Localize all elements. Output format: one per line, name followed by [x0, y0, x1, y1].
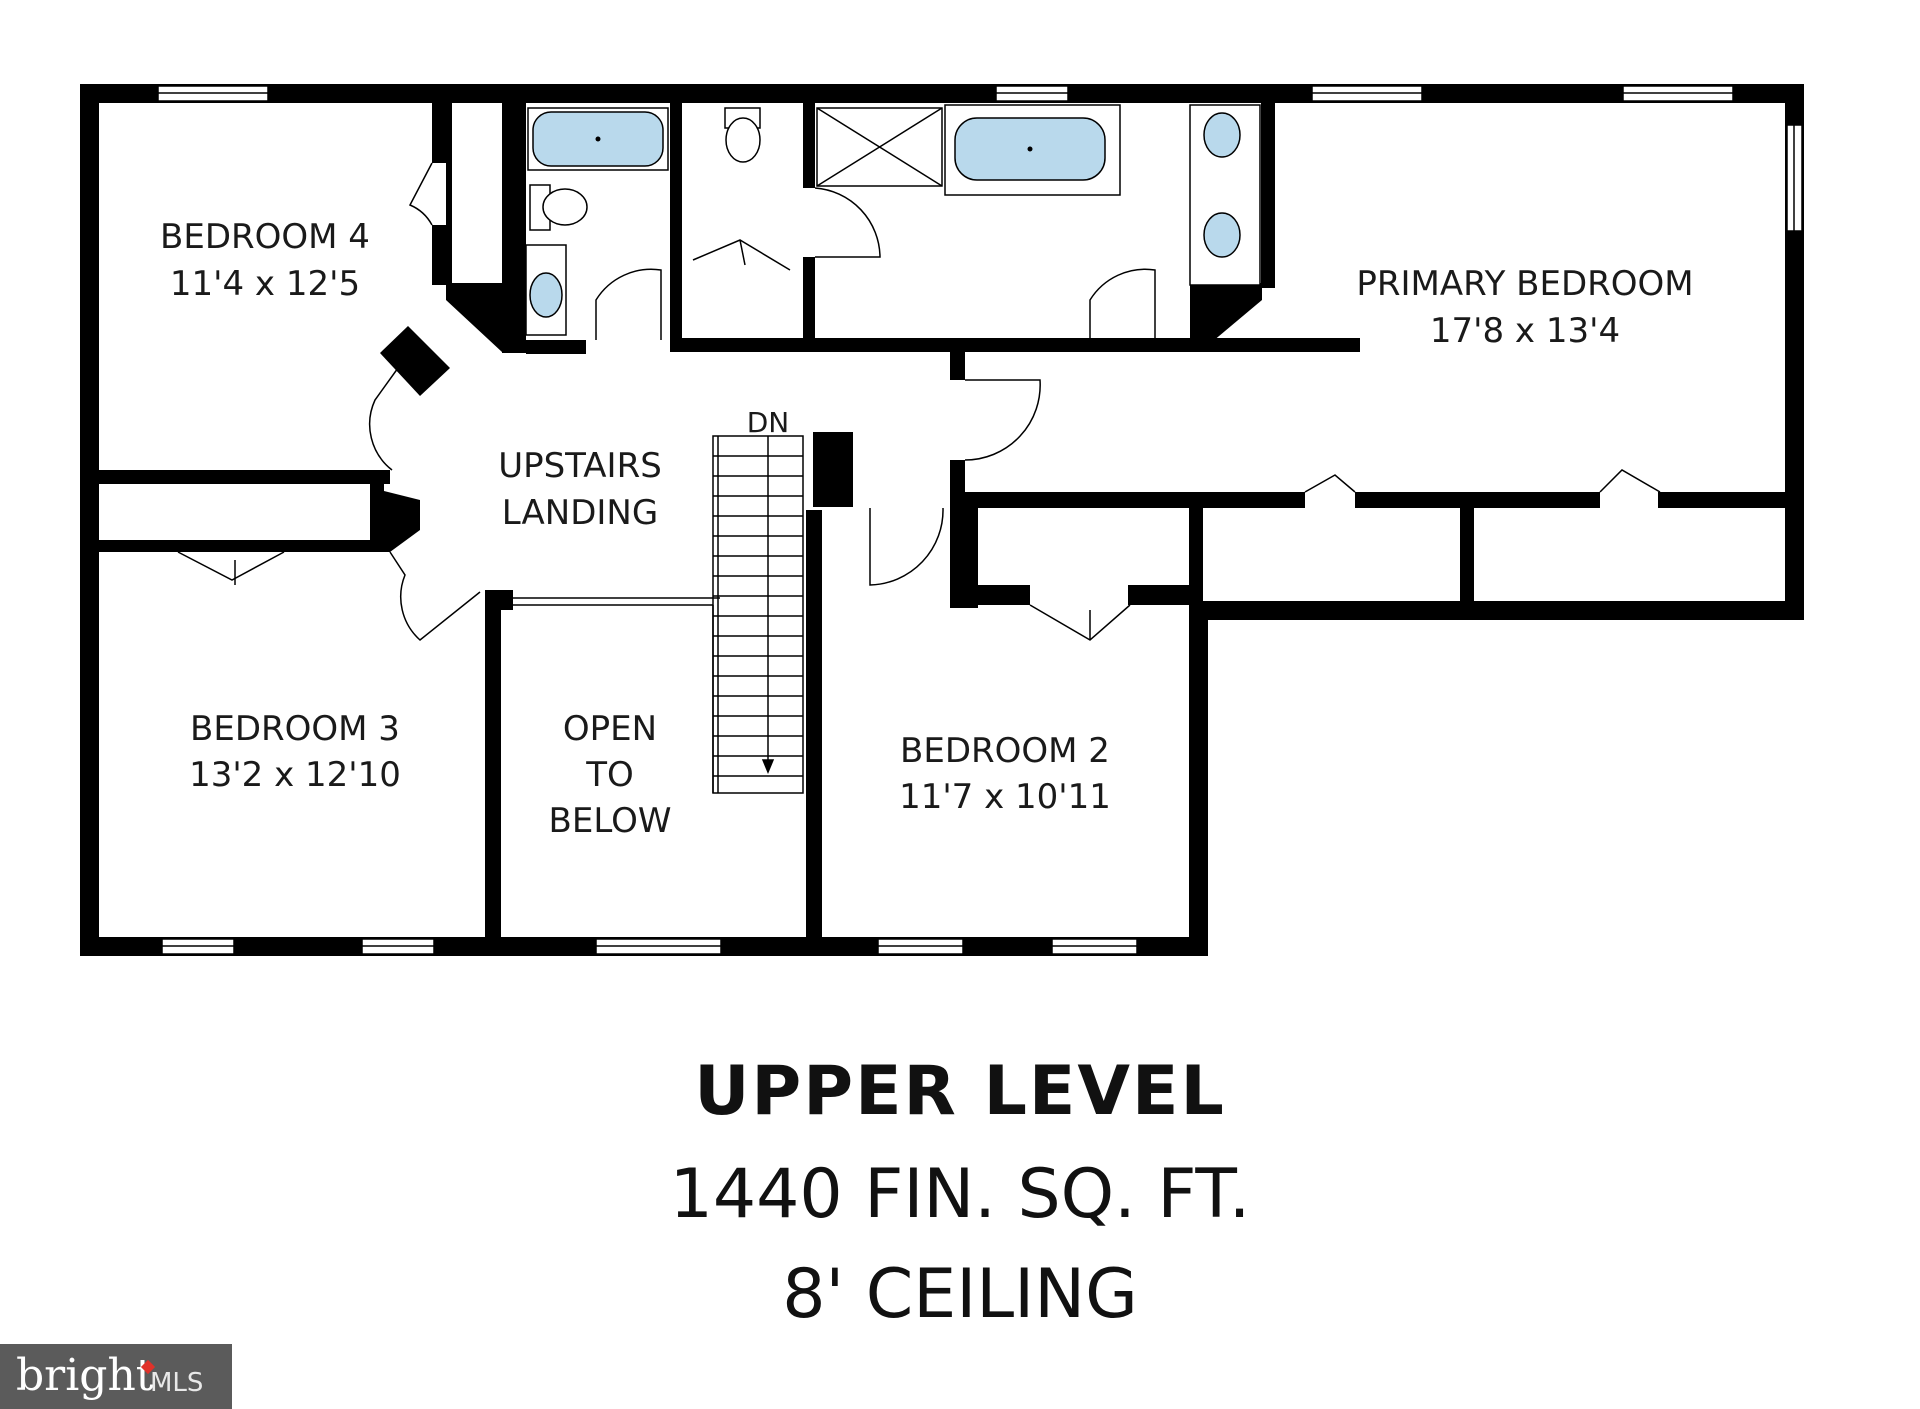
door-swings: [177, 162, 1661, 641]
primary-bedroom-dims: 17'8 x 13'4: [1430, 311, 1620, 351]
watermark-suffix: MLS: [150, 1368, 204, 1398]
finished-area: 1440 FIN. SQ. FT.: [669, 1155, 1251, 1234]
staircase: [500, 435, 804, 794]
floor-title: UPPER LEVEL: [694, 1052, 1226, 1131]
bedroom3-name: BEDROOM 3: [190, 709, 400, 749]
window-mullions: [158, 92, 1795, 947]
bedroom4-dims: 11'4 x 12'5: [170, 264, 360, 304]
landing-label-line1: UPSTAIRS: [498, 446, 662, 486]
bedroom2-name: BEDROOM 2: [900, 731, 1110, 771]
bright-mls-watermark: bright MLS: [0, 1344, 232, 1409]
interior-walls: [80, 103, 1804, 940]
primary-bedroom-name: PRIMARY BEDROOM: [1356, 264, 1693, 304]
bath-fixtures: [525, 104, 1261, 336]
bedroom3-dims: 13'2 x 12'10: [189, 755, 401, 795]
open-to-below-line2: TO: [585, 755, 634, 795]
fixture-drains: [595, 136, 1033, 152]
stairs-down-label: DN: [747, 406, 790, 439]
ceiling-height: 8' CEILING: [782, 1255, 1138, 1334]
bedroom4-name: BEDROOM 4: [160, 217, 370, 257]
landing-label-line2: LANDING: [502, 493, 658, 533]
open-to-below-line3: BELOW: [549, 801, 672, 841]
bedroom2-dims: 11'7 x 10'11: [899, 777, 1111, 817]
open-to-below-line1: OPEN: [563, 709, 657, 749]
watermark-brand: bright: [16, 1350, 154, 1401]
